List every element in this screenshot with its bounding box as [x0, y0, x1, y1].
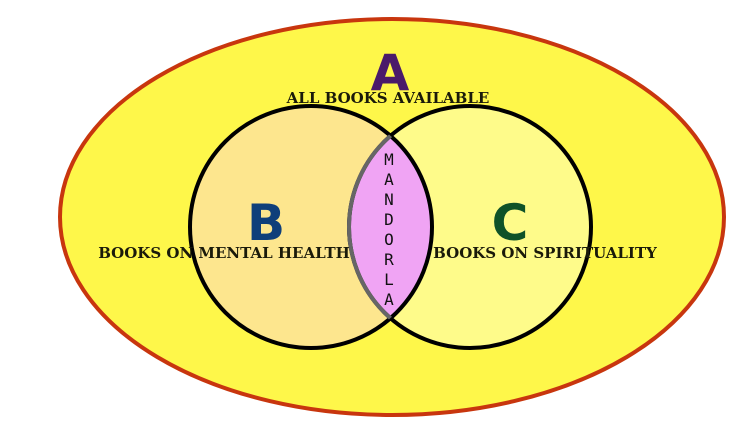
mandorla-letter: A	[384, 290, 394, 309]
set-c-letter: C	[492, 194, 529, 252]
set-a-label: ALL BOOKS AVAILABLE	[286, 89, 490, 107]
mandorla-letter: L	[384, 270, 394, 289]
mandorla-region	[349, 106, 432, 348]
mandorla-letter: A	[384, 170, 394, 189]
set-b-letter: B	[247, 194, 285, 252]
set-a-letter: A	[371, 44, 410, 102]
set-b-outline	[188, 104, 434, 350]
mandorla-outline	[347, 106, 432, 348]
mandorla-letter: O	[384, 230, 394, 249]
mandorla-label: M A N D O R L A	[384, 150, 394, 309]
set-c-label: BOOKS ON SPIRITUALITY	[433, 244, 657, 262]
set-b-label: BOOKS ON MENTAL HEALTH	[98, 244, 350, 262]
mandorla-letter: D	[384, 210, 394, 229]
mandorla-letter: N	[384, 190, 394, 209]
mandorla-letter: M	[384, 150, 394, 169]
mandorla-letter: R	[384, 250, 394, 269]
